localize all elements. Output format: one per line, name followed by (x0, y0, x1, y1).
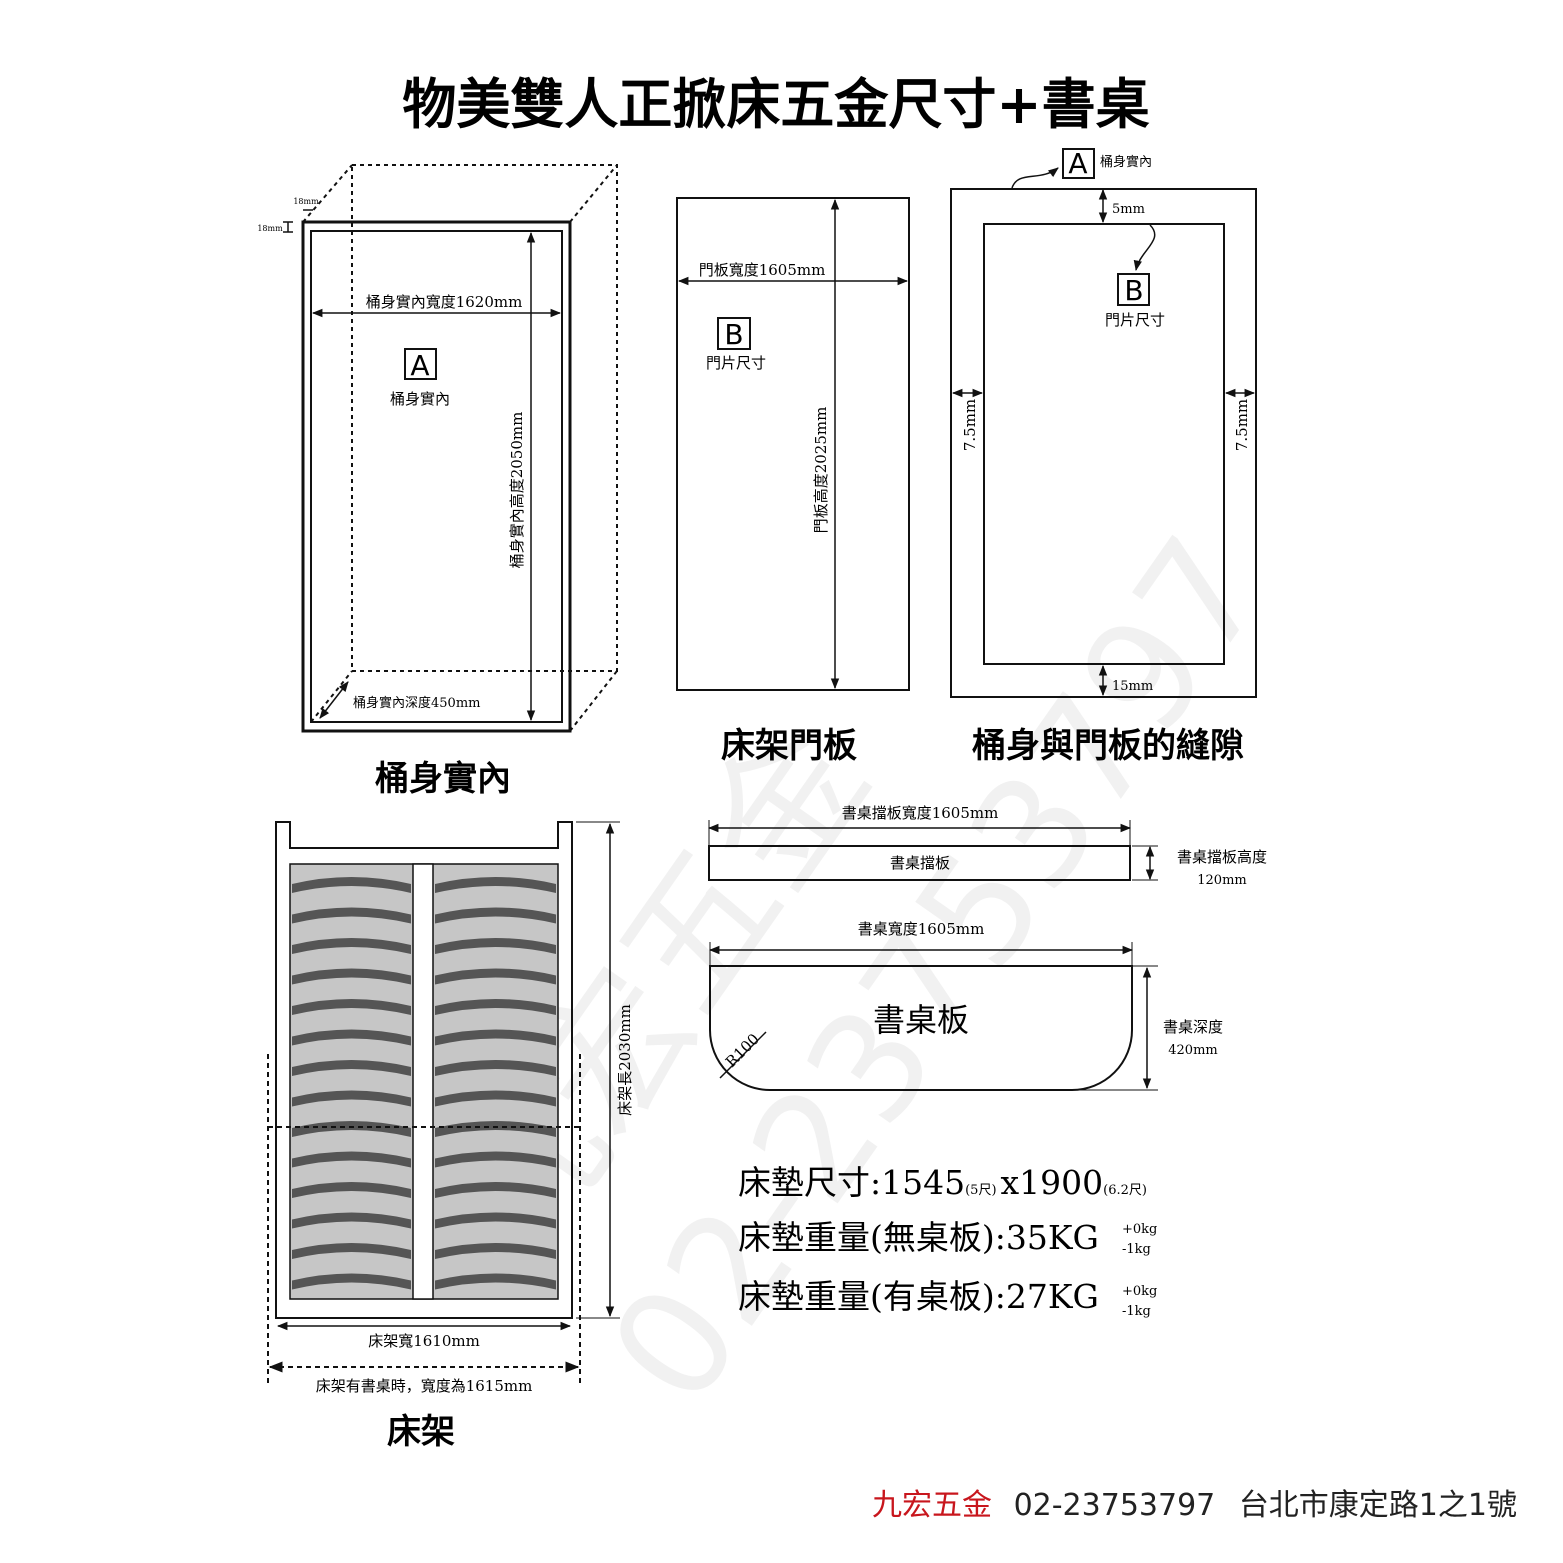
slat (435, 999, 556, 1015)
slat (292, 1212, 411, 1229)
weight-no-desk-tol-plus: +0kg (1122, 1222, 1157, 1237)
door-box-letter: B (724, 318, 743, 351)
cabinet-caption: 桶身實內 (375, 759, 511, 799)
slat (292, 968, 411, 985)
slat (435, 1060, 556, 1076)
cabinet-thickness-top: 18mm (293, 197, 319, 206)
slat (435, 1029, 556, 1046)
gap-diagram (950, 148, 1257, 698)
footer-brand: 九宏五金 (872, 1488, 993, 1523)
slat (435, 1243, 556, 1259)
slat (292, 1090, 411, 1107)
slat (292, 877, 411, 893)
door-diagram (676, 197, 910, 691)
weight-with-desk-tol-plus: +0kg (1122, 1284, 1157, 1299)
gap-b-letter: B (1124, 274, 1143, 307)
desk-diagram (707, 820, 1158, 1091)
slat (292, 1060, 411, 1076)
mattress-size: 床墊尺寸:1545(5尺) x1900(6.2尺) (738, 1163, 1147, 1202)
cabinet-depth-label: 桶身實內深度450mm (353, 695, 480, 711)
weight-with-desk-tol-minus: -1kg (1122, 1304, 1151, 1319)
weight-no-desk: 床墊重量(無桌板):35KG (738, 1218, 1099, 1257)
slat (435, 968, 556, 985)
desk-baffle-name: 書桌擋板 (890, 854, 950, 872)
door-caption: 床架門板 (721, 726, 857, 766)
weight-with-desk: 床墊重量(有桌板):27KG (738, 1277, 1099, 1316)
mattress-length: 1900 (1019, 1163, 1103, 1202)
slat (292, 1151, 411, 1168)
footer: 九宏五金 02-23753797 台北市康定路1之1號 (872, 1480, 1517, 1524)
frame-desk-width-label: 床架有書桌時，寬度為1615mm (316, 1377, 533, 1395)
door-height-label: 門板高度2025mm (812, 407, 830, 534)
frame-length-label: 床架長2030mm (616, 1004, 634, 1116)
slat (435, 1212, 556, 1229)
frame-slats (292, 877, 556, 1290)
slat (435, 907, 556, 924)
slat (292, 1029, 411, 1046)
desk-board-name: 書桌板 (873, 1001, 969, 1039)
cabinet-diagram (283, 164, 618, 733)
desk-board-width-label: 書桌寬度1605mm (858, 920, 985, 938)
cabinet-height-label: 桶身實內高度2050mm (508, 412, 526, 569)
page-title: 物美雙人正掀床五金尺寸+書桌 (402, 72, 1149, 136)
desk-depth-value: 420mm (1168, 1043, 1217, 1058)
cabinet-thickness-left: 18mm (257, 224, 283, 233)
gap-caption: 桶身與門板的縫隙 (972, 726, 1244, 766)
mattress-x: x (1001, 1163, 1020, 1202)
gap-left-label: 7.5mm (961, 399, 979, 451)
slat (435, 877, 556, 893)
cabinet-width-label: 桶身實內寬度1620mm (366, 293, 523, 311)
desk-depth-label: 書桌深度 (1163, 1018, 1223, 1036)
mattress-length-note: (6.2尺) (1103, 1183, 1147, 1198)
desk-baffle-width-label: 書桌擋板寬度1605mm (842, 804, 999, 822)
gap-a-text: 桶身實內 (1100, 154, 1152, 170)
slat (292, 1273, 411, 1290)
slat (435, 1151, 556, 1168)
cabinet-box-text: 桶身實內 (390, 390, 450, 408)
slat (435, 1090, 556, 1107)
slat (292, 999, 411, 1015)
slat (435, 938, 556, 954)
slat (435, 1121, 556, 1137)
door-width-label: 門板寬度1605mm (699, 261, 826, 279)
cabinet-box-letter: A (410, 349, 429, 382)
door-box-text: 門片尺寸 (706, 354, 766, 372)
mattress-label: 床墊尺寸: (738, 1163, 881, 1202)
gap-a-letter: A (1068, 147, 1087, 180)
frame-caption: 床架 (387, 1412, 455, 1452)
slat (292, 1243, 411, 1259)
gap-top-label: 5mm (1112, 202, 1145, 217)
mattress-width: 1545 (881, 1163, 965, 1202)
gap-b-text: 門片尺寸 (1105, 311, 1165, 329)
footer-phone: 02-23753797 (1013, 1488, 1216, 1523)
gap-right-label: 7.5mm (1233, 399, 1251, 451)
slat (435, 1273, 556, 1290)
weight-no-desk-tol-minus: -1kg (1122, 1242, 1151, 1257)
specs: 床墊尺寸:1545(5尺)x1900(6.2尺) 床墊重量(無桌板):35KG … (738, 1163, 1157, 1319)
slat (292, 1121, 411, 1137)
footer-address: 台北市康定路1之1號 (1238, 1488, 1517, 1523)
slat (435, 1182, 556, 1198)
mattress-width-note: (5尺) (965, 1183, 996, 1198)
frame-width-label: 床架寬1610mm (368, 1332, 480, 1350)
slat (292, 1182, 411, 1198)
slat (292, 907, 411, 924)
desk-baffle-height-label: 書桌擋板高度 (1177, 848, 1267, 866)
gap-bottom-label: 15mm (1112, 679, 1153, 694)
frame-diagram (267, 821, 620, 1385)
desk-baffle-height-value: 120mm (1197, 873, 1246, 888)
slat (292, 938, 411, 954)
